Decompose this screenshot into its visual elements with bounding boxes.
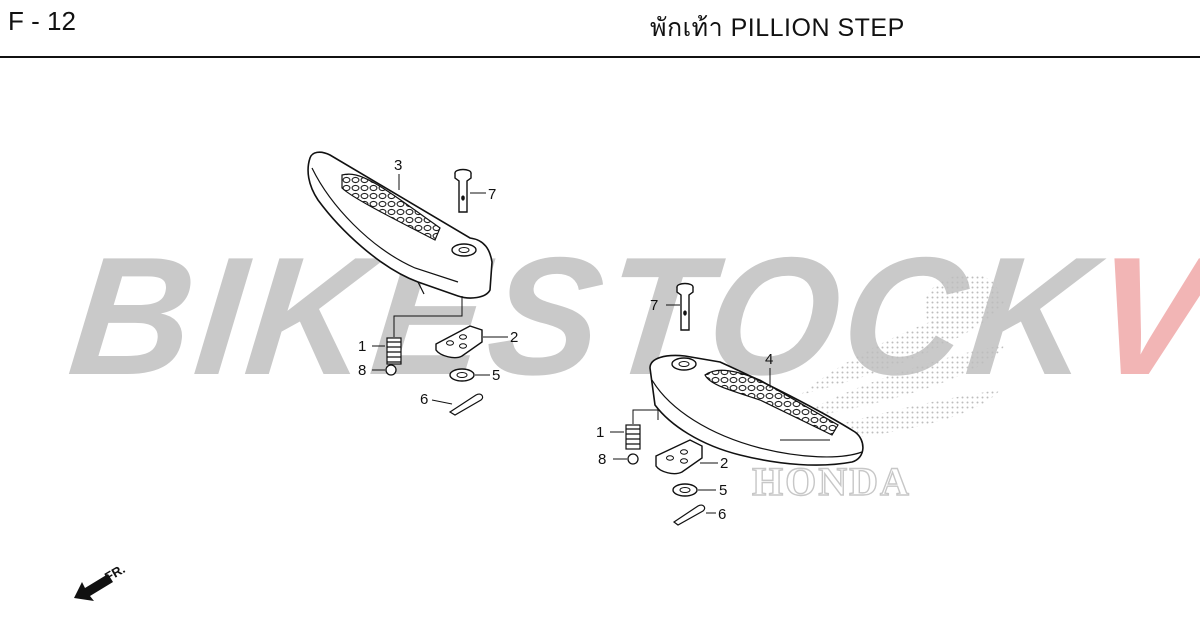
right-step-assembly: 4 7 1 8 2 5 6 <box>596 282 864 526</box>
honda-logo-text: HONDA <box>752 459 911 504</box>
left-steel-ball <box>385 364 397 376</box>
right-step-body <box>649 354 864 466</box>
callout-left-washer: 5 <box>492 367 500 384</box>
callout-left-plate: 2 <box>510 329 518 346</box>
left-spring <box>372 296 463 365</box>
callout-right-cotter-pin: 6 <box>718 506 726 523</box>
left-pin <box>454 168 486 213</box>
left-cotter-pin <box>431 393 484 416</box>
left-step-assembly: 3 7 1 8 2 5 6 <box>307 151 518 416</box>
page-header: F - 12 พักเท้า PILLION STEP <box>0 0 1200 58</box>
page-title: พักเท้า PILLION STEP <box>650 14 905 42</box>
parts-diagram: HONDA <box>74 151 1005 601</box>
callout-left-cotter-pin: 6 <box>420 391 428 408</box>
right-steel-ball <box>627 453 639 465</box>
callout-right-pin: 7 <box>650 297 658 314</box>
callout-right-step: 4 <box>765 351 773 368</box>
front-direction-arrow: FR. <box>74 561 128 601</box>
right-washer <box>672 483 716 497</box>
right-pin <box>666 282 694 331</box>
callout-right-plate: 2 <box>720 455 728 472</box>
right-spring <box>610 409 659 450</box>
callout-right-ball: 8 <box>598 451 606 468</box>
callout-left-step: 3 <box>394 157 402 174</box>
honda-wing-logo: HONDA <box>751 274 1005 505</box>
callout-right-spring: 1 <box>596 424 604 441</box>
right-plate <box>655 439 718 475</box>
left-step-body <box>307 151 493 299</box>
callout-left-spring: 1 <box>358 338 366 355</box>
left-plate <box>435 325 508 359</box>
callout-right-washer: 5 <box>719 482 727 499</box>
left-washer <box>449 368 490 382</box>
right-cotter-pin <box>672 504 716 526</box>
callout-left-ball: 8 <box>358 362 366 379</box>
header-divider <box>0 56 1200 58</box>
page-code: F - 12 <box>8 6 76 36</box>
callout-left-pin: 7 <box>488 186 496 203</box>
